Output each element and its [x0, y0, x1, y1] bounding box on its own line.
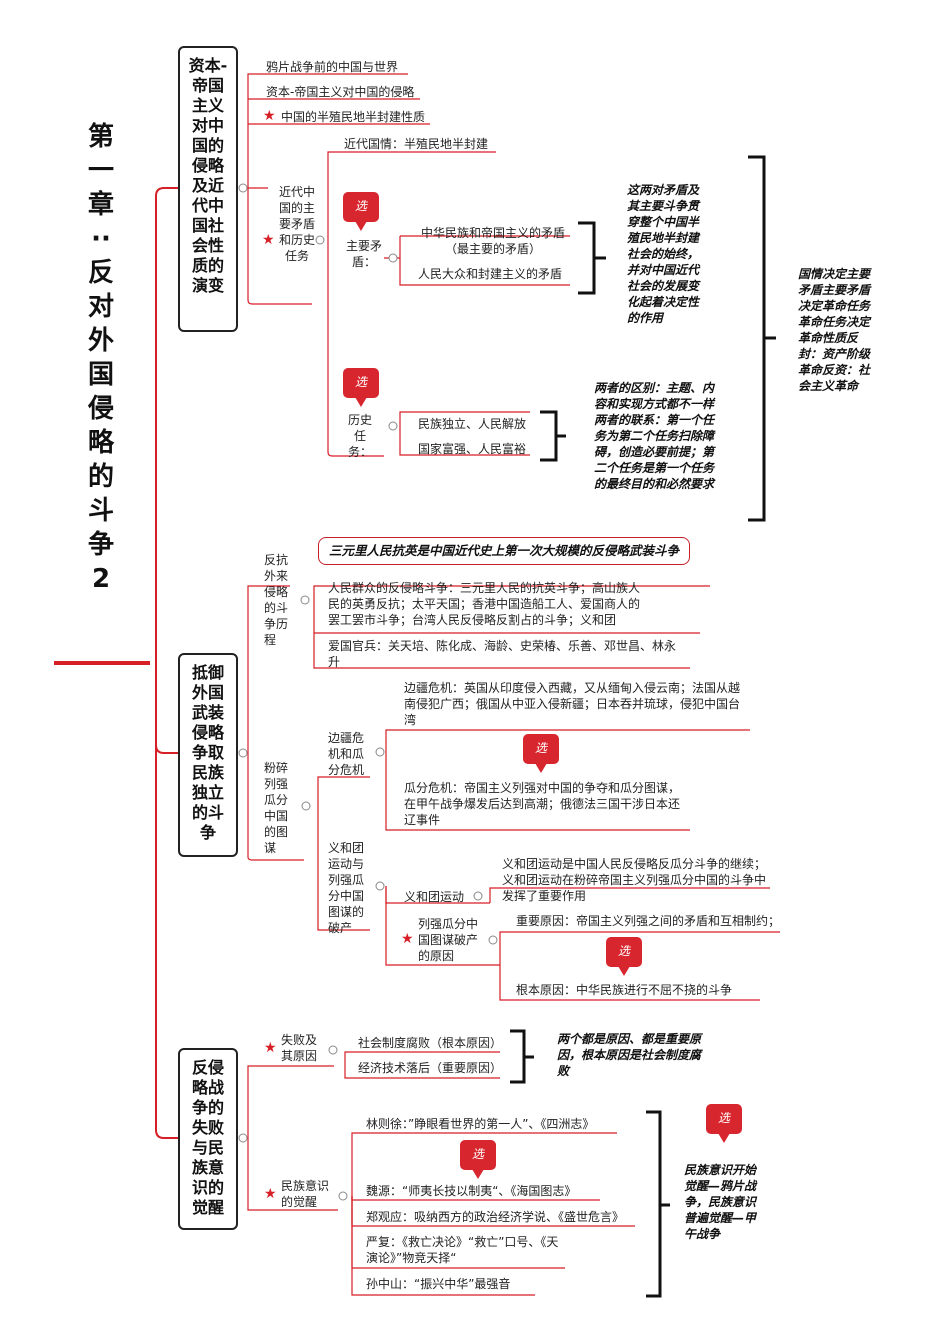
- crisis-label: 边疆危机和瓜分危机: [328, 731, 365, 777]
- boxer-root: 根本原因：中华民族进行不屈不挠的斗争: [516, 983, 733, 997]
- failure-note: 两个都是原因、都是重要原因，根本原因是社会制度腐败: [557, 1032, 702, 1078]
- struggle-people: 人民群众的反侵略斗争：三元里人民的抗英斗争；高山族人民的英勇反抗；太平天国；香港…: [328, 581, 641, 627]
- failure-item-0: 社会制度腐败（根本原因）: [358, 1036, 503, 1050]
- tasks-note: 两者的区别：主题、内容和实现方式都不一样两者的联系：第一个任务为第二个任务扫除障…: [594, 381, 715, 491]
- star-icon: ★: [264, 1040, 277, 1056]
- boxer-failure-label: 列强瓜分中国图谋破产的原因: [418, 917, 479, 963]
- tasks-label: 历史任务：: [347, 413, 372, 459]
- contradiction-0: 中华民族和帝国主义的矛盾（最主要的矛盾）: [420, 226, 565, 256]
- awakening-note: 民族意识开始觉醒—鸦片战争，民族意识普遍觉醒—甲午战争: [684, 1163, 757, 1241]
- tag-badge-icon: 选: [606, 937, 642, 976]
- section-1-box: 资本-帝国主义对中国的侵略及近代中国社会性质的演变: [178, 46, 238, 332]
- s1-right-note: 国情决定主要矛盾主要矛盾决定革命任务革命任务决定革命性质反封：资产阶级革命反资：…: [798, 267, 871, 393]
- tag-badge-icon: 选: [343, 192, 379, 231]
- failure-item-1: 经济技术落后（重要原因）: [358, 1061, 503, 1075]
- plot-label: 粉碎列强瓜分中国的图谋: [264, 761, 289, 855]
- tag-badge-icon: 选: [460, 1140, 496, 1179]
- s1-sub-label: 近代中国的主要矛盾和历史任务: [278, 185, 315, 263]
- star-icon: ★: [262, 232, 275, 248]
- main-spine: [155, 187, 178, 663]
- star-icon: ★: [263, 108, 276, 124]
- crisis-frontier: 边疆危机：英国从印度侵入西藏，又从缅甸入侵云南；法国从越南侵犯广西；俄国从中亚入…: [404, 681, 741, 727]
- awakening-item-4: 孙中山：“振兴中华”最强音: [366, 1277, 511, 1291]
- star-icon: ★: [401, 931, 414, 947]
- section-2-box: 抵御外国武装侵略争取民族独立的斗争: [178, 653, 238, 857]
- failure-label: 失败及其原因: [281, 1033, 318, 1063]
- s1-national: 近代国情：半殖民地半封建: [344, 137, 489, 151]
- callout-sanyuanli: 三元里人民抗英是中国近代史上第一次大规模的反侵略武装斗争: [318, 537, 691, 565]
- awakening-item-3: 严复：《救亡决论》“救亡”口号、《天演论》”物竞天择“: [366, 1235, 559, 1265]
- contradictions-note: 这两对矛盾及其主要斗争贯穿整个中国半殖民地半封建社会的始终，并对中国近代社会的发…: [627, 183, 700, 325]
- chapter-title: 第一章··反对外国侵略的斗争2: [87, 122, 114, 594]
- tag-badge-icon: 选: [343, 368, 379, 407]
- boxer-important: 重要原因：帝国主义列强之间的矛盾和互相制约；: [516, 914, 781, 928]
- s1-item-1: 资本-帝国主义对中国的侵略: [266, 85, 415, 99]
- crisis-partition: 瓜分危机：帝国主义列强对中国的争夺和瓜分图谋，在甲午战争爆发后达到高潮；俄德法三…: [404, 781, 681, 827]
- boxer-movement: 义和团运动是中国人民反侵略反瓜分斗争的继续；义和团运动在粉碎帝国主义列强瓜分中国…: [502, 857, 767, 903]
- boxer-movement-label: 义和团运动: [404, 890, 465, 904]
- s1-item-0: 鸦片战争前的中国与世界: [266, 60, 399, 74]
- awakening-item-2: 郑观应：吸纳西方的政治经济学说、《盛世危言》: [366, 1210, 625, 1224]
- s1-item-2: 中国的半殖民地半封建性质: [281, 110, 426, 124]
- awakening-item-1: 魏源：“师夷长技以制夷“、《海国图志》: [366, 1184, 577, 1198]
- contradiction-1: 人民大众和封建主义的矛盾: [418, 267, 563, 281]
- task-1: 国家富强、人民富裕: [418, 442, 527, 456]
- tag-badge-icon: 选: [706, 1104, 742, 1143]
- struggle-label: 反抗外来侵略的斗争历程: [264, 553, 289, 647]
- task-0: 民族独立、人民解放: [418, 417, 527, 431]
- section-3-box: 反侵略战争的失败与民族意识的觉醒: [178, 1048, 238, 1230]
- star-icon: ★: [264, 1186, 277, 1202]
- awakening-label: 民族意识的觉醒: [281, 1179, 330, 1209]
- tag-badge-icon: 选: [523, 734, 559, 773]
- contradictions-label: 主要矛盾：: [345, 239, 382, 269]
- struggle-officials: 爱国官兵：关天培、陈化成、海龄、史荣椿、乐善、邓世昌、林永升: [328, 639, 677, 669]
- boxer-label: 义和团运动与列强瓜分中国图谋的破产: [328, 841, 365, 935]
- awakening-item-0: 林则徐：”睁眼看世界的第一人”、《四洲志》: [366, 1117, 595, 1131]
